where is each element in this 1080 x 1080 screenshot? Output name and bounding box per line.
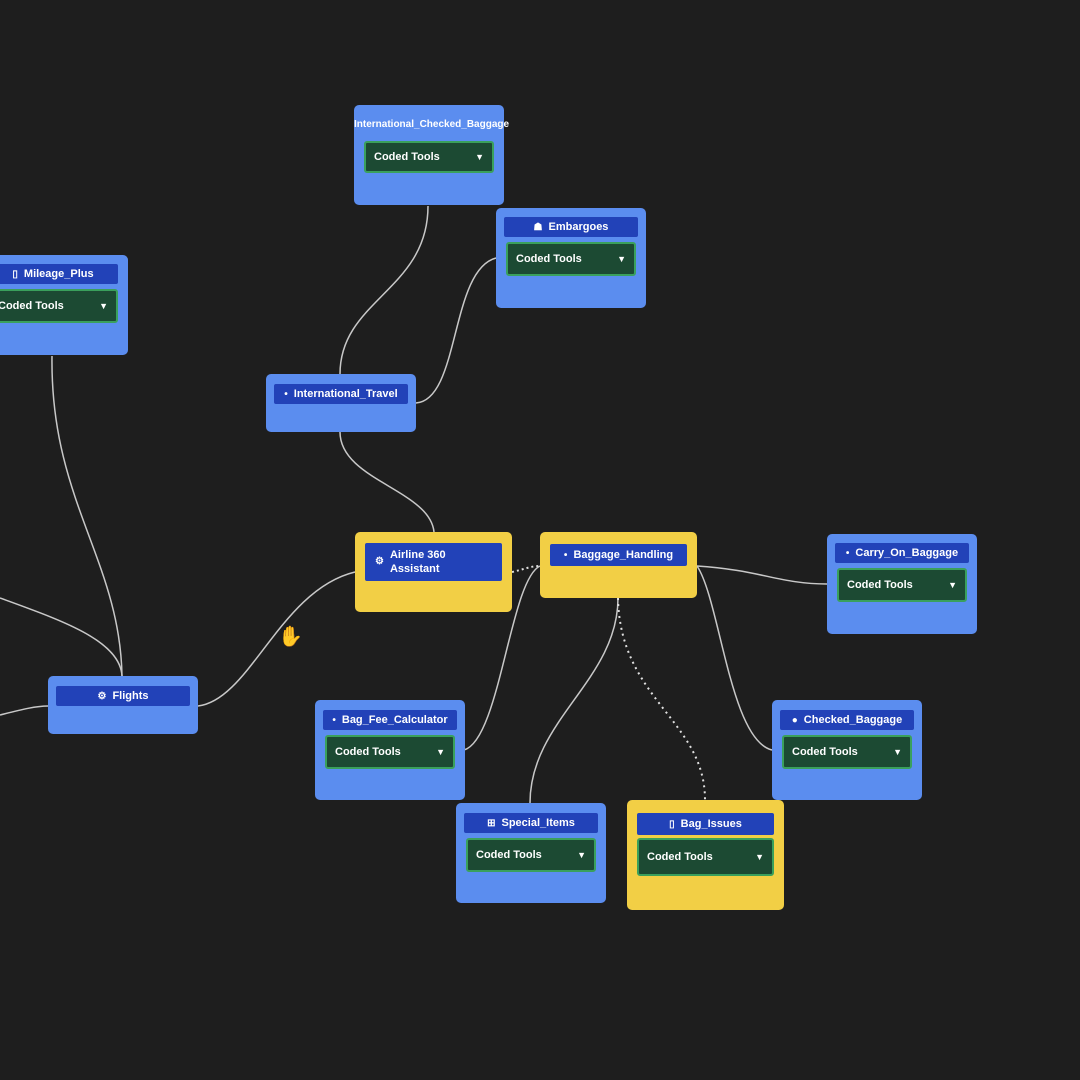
node-header: ● Checked_Baggage: [780, 710, 914, 730]
edge-handling-to-carry-on: [696, 565, 828, 585]
edge-intl-travel-to-assistant: [339, 431, 435, 533]
node-title: International_Travel: [293, 388, 398, 400]
node-checked-baggage[interactable]: ● Checked_Baggage Coded Tools ▼: [772, 700, 922, 800]
tools-dropdown[interactable]: Coded Tools ▼: [0, 289, 118, 323]
node-title: Baggage_Handling: [573, 549, 674, 561]
node-header: • Carry_On_Baggage: [835, 543, 969, 563]
node-mileage-plus[interactable]: ▯ Mileage_Plus Coded Tools ▼: [0, 255, 128, 355]
edge-intl-checked-to-intl-travel: [339, 205, 429, 375]
node-title: International_Checked_Baggage: [354, 119, 510, 130]
tools-label: Coded Tools: [847, 579, 913, 591]
edge-mileage-to-flights: [51, 355, 123, 677]
node-flights[interactable]: ⚙ Flights: [48, 676, 198, 734]
edge-assistant-to-handling: [511, 565, 541, 573]
tools-label: Coded Tools: [335, 746, 401, 758]
node-title: Special_Items: [501, 817, 575, 829]
chevron-down-icon: ▼: [475, 152, 484, 162]
chevron-down-icon: ▼: [893, 747, 902, 757]
edge-embargoes-to-intl-travel: [415, 257, 497, 404]
node-header: ▯ Mileage_Plus: [0, 264, 118, 284]
tools-label: Coded Tools: [476, 849, 542, 861]
hand-cursor-icon: ✋: [278, 626, 303, 648]
node-title: Bag_Fee_Calculator: [341, 714, 448, 726]
node-international-checked-baggage[interactable]: International_Checked_Baggage Coded Tool…: [354, 105, 510, 205]
node-title: Airline 360 Assistant: [389, 549, 446, 575]
chevron-down-icon: ▼: [436, 747, 445, 757]
node-header: • Baggage_Handling: [550, 544, 687, 566]
dot-icon: ●: [791, 714, 798, 726]
node-title: Carry_On_Baggage: [855, 547, 959, 559]
chevron-down-icon: ▼: [617, 254, 626, 264]
node-bag-issues[interactable]: ▯ Bag_Issues Coded Tools ▼: [627, 800, 784, 910]
node-header: ⚙ Flights: [56, 686, 190, 706]
node-airline-360-assistant[interactable]: ⚙ Airline 360 Assistant: [355, 532, 512, 612]
gears-icon: ⚙: [97, 690, 107, 702]
node-header: ☗ Embargoes: [504, 217, 638, 237]
node-title: Checked_Baggage: [803, 714, 903, 726]
tools-label: Coded Tools: [374, 151, 440, 163]
node-bag-fee-calculator[interactable]: • Bag_Fee_Calculator Coded Tools ▼: [315, 700, 465, 800]
tools-dropdown[interactable]: Coded Tools ▼: [782, 735, 912, 769]
node-baggage-handling[interactable]: • Baggage_Handling: [540, 532, 697, 598]
tools-label: Coded Tools: [516, 253, 582, 265]
edge-handling-to-checked: [696, 565, 773, 751]
node-header: • Bag_Fee_Calculator: [323, 710, 457, 730]
dot-icon: •: [284, 388, 288, 400]
document-icon: ▯: [669, 818, 675, 830]
tools-dropdown[interactable]: Coded Tools ▼: [466, 838, 596, 872]
tools-dropdown[interactable]: Coded Tools ▼: [325, 735, 455, 769]
edge-handling-to-special: [529, 597, 619, 804]
dot-icon: •: [563, 549, 568, 561]
chevron-down-icon: ▼: [577, 850, 586, 860]
edge-offscreen-to-flights-a: [0, 597, 123, 677]
node-header: ⊞ Special_Items: [464, 813, 598, 833]
node-special-items[interactable]: ⊞ Special_Items Coded Tools ▼: [456, 803, 606, 903]
person-icon: ☗: [533, 221, 543, 233]
node-title: Bag_Issues: [680, 818, 742, 830]
tools-label: Coded Tools: [0, 300, 64, 312]
document-icon: ▯: [12, 268, 18, 280]
tools-label: Coded Tools: [647, 851, 713, 863]
node-title: Mileage_Plus: [23, 268, 94, 280]
gears-icon: ⚙: [375, 556, 384, 567]
node-header: ⚙ Airline 360 Assistant: [365, 543, 502, 581]
dot-icon: •: [332, 714, 336, 726]
chevron-down-icon: ▼: [755, 852, 764, 862]
node-carry-on-baggage[interactable]: • Carry_On_Baggage Coded Tools ▼: [827, 534, 977, 634]
chevron-down-icon: ▼: [99, 301, 108, 311]
edge-handling-to-bag-fee: [463, 565, 541, 751]
node-embargoes[interactable]: ☗ Embargoes Coded Tools ▼: [496, 208, 646, 308]
chevron-down-icon: ▼: [948, 580, 957, 590]
node-title: Embargoes: [548, 221, 609, 233]
tools-dropdown[interactable]: Coded Tools ▼: [837, 568, 967, 602]
tools-dropdown[interactable]: Coded Tools ▼: [364, 141, 494, 173]
tools-dropdown[interactable]: Coded Tools ▼: [506, 242, 636, 276]
edge-offscreen-to-flights-b: [0, 705, 49, 716]
node-header: ▯ Bag_Issues: [637, 813, 774, 835]
node-header: • International_Travel: [274, 384, 408, 404]
hierarchy-icon: ⊞: [487, 817, 496, 829]
edge-flights-to-assistant: [197, 571, 356, 707]
dot-icon: •: [845, 547, 850, 559]
tools-dropdown[interactable]: Coded Tools ▼: [637, 838, 774, 876]
node-title: Flights: [112, 690, 149, 702]
edge-handling-to-bag-issues: [617, 597, 706, 801]
tools-label: Coded Tools: [792, 746, 858, 758]
node-international-travel[interactable]: • International_Travel: [266, 374, 416, 432]
